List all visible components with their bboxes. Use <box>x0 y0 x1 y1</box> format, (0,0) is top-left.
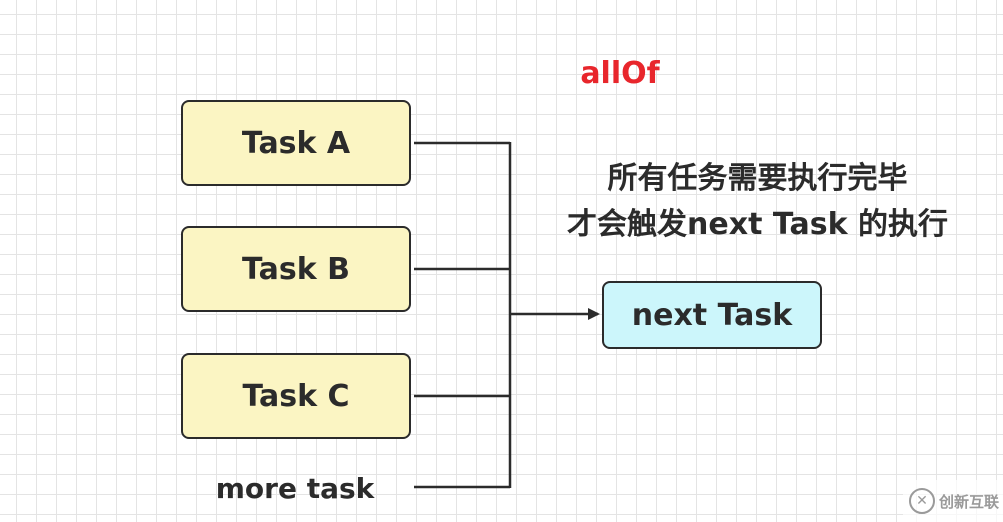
description-line-2: 才会触发next Task 的执行 <box>567 207 948 242</box>
task-c-box: Task C <box>181 353 411 439</box>
diagram-title: allOf <box>580 56 660 91</box>
swirl-logo-icon: ✕ <box>908 488 935 514</box>
task-b-box: Task B <box>181 226 411 312</box>
watermark-text: 创新互联 <box>938 492 999 511</box>
description-text: 所有任务需要执行完毕 才会触发next Task 的执行 <box>505 156 1003 248</box>
watermark: ✕ 创新互联 <box>903 480 1003 522</box>
next-task-box: next Task <box>602 281 822 349</box>
task-a-box: Task A <box>181 100 411 186</box>
more-task-label: more task <box>215 472 375 505</box>
description-line-1: 所有任务需要执行完毕 <box>607 161 908 196</box>
